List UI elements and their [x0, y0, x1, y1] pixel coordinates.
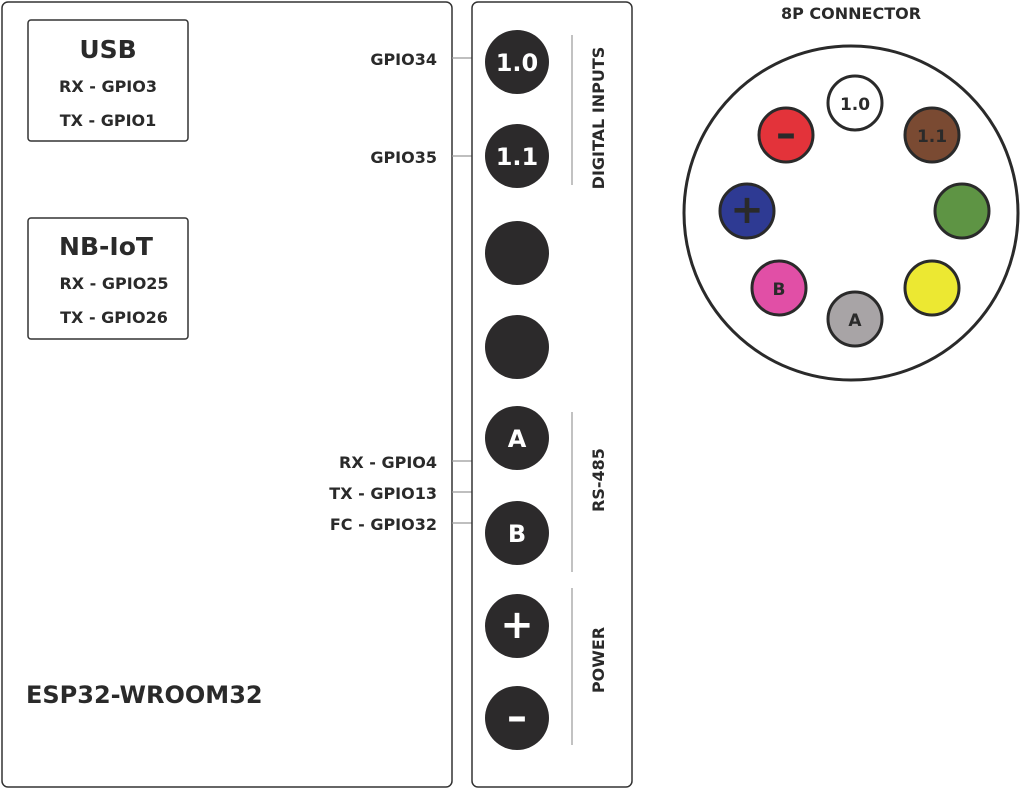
connector-pin-label: A [848, 311, 862, 331]
nbiot-title: NB-IoT [59, 232, 153, 261]
usb-title: USB [79, 35, 136, 64]
esp32-board [1, 1, 453, 788]
connector-pin [933, 182, 991, 240]
connector-pin: B [750, 259, 808, 317]
connector-pin: 1.1 [903, 106, 961, 164]
terminal-pin: + [485, 594, 549, 658]
connector-pin-circle [903, 259, 961, 317]
board-name: ESP32-WROOM32 [26, 681, 263, 709]
connector-pin-label: – [776, 111, 796, 157]
terminal-pin: B [485, 501, 549, 565]
tx-gpio13-label: TX - GPIO13 [329, 484, 437, 503]
connector-pin-circle [757, 106, 815, 164]
connector-pin: + [718, 182, 776, 240]
usb-rx: RX - GPIO3 [59, 77, 157, 96]
terminal-pin-label: A [508, 425, 527, 453]
connector-pin [903, 259, 961, 317]
connector-pin-label: 1.0 [840, 95, 870, 115]
connector-pin-circle [826, 74, 884, 132]
connector-title: 8P CONNECTOR [781, 4, 921, 23]
terminal-pin-label: + [500, 602, 534, 648]
connector-pin-circle [750, 259, 808, 317]
power-label: POWER [589, 627, 608, 693]
terminal-pin-circle [485, 30, 549, 94]
digital-inputs-label: DIGITAL INPUTS [589, 47, 608, 190]
terminal-pin-label: 1.1 [496, 143, 539, 171]
connector-pin-circle [718, 182, 776, 240]
terminal-pin-label: – [507, 694, 527, 740]
gpio35-label: GPIO35 [370, 148, 437, 167]
connector-pin: A [826, 290, 884, 348]
terminal-pins: 1.0 1.1A B + – [485, 30, 549, 750]
connector-pin-label: 1.1 [917, 127, 947, 147]
connector-pin-circle [826, 290, 884, 348]
terminal-pin-circle [485, 221, 549, 285]
terminal-pin-label: 1.0 [496, 49, 539, 77]
connector-pin: 1.0 [826, 74, 884, 132]
terminal-pin-circle [485, 124, 549, 188]
terminal-pin-circle [485, 686, 549, 750]
terminal-pin-circle [485, 594, 549, 658]
connector-pin-label: + [730, 187, 764, 233]
fc-gpio32-label: FC - GPIO32 [330, 515, 437, 534]
connector-pin-label: B [773, 280, 786, 300]
terminal-pin [485, 315, 549, 379]
usb-tx: TX - GPIO1 [60, 111, 157, 130]
terminal-pin-circle [485, 501, 549, 565]
terminal-pin-circle [485, 315, 549, 379]
terminal-pin: – [485, 686, 549, 750]
nbiot-tx: TX - GPIO26 [60, 308, 168, 327]
nbiot-rx: RX - GPIO25 [59, 274, 168, 293]
terminal-pin-label: B [508, 520, 526, 548]
connector-pin-circle [933, 182, 991, 240]
gpio34-label: GPIO34 [370, 50, 437, 69]
connector-pins: 1.0 1.1A B +– [718, 74, 991, 348]
connector-pin-circle [903, 106, 961, 164]
terminal-block [471, 1, 633, 788]
nbiot-box [27, 217, 189, 340]
terminal-pin: A [485, 406, 549, 470]
rs485-label: RS-485 [589, 448, 608, 512]
terminal-pin: 1.0 [485, 30, 549, 94]
terminal-pin-circle [485, 406, 549, 470]
rx-gpio4-label: RX - GPIO4 [339, 453, 437, 472]
connector-pin: – [757, 106, 815, 164]
usb-box [27, 19, 189, 142]
terminal-pin [485, 221, 549, 285]
wires [452, 57, 472, 524]
terminal-pin: 1.1 [485, 124, 549, 188]
